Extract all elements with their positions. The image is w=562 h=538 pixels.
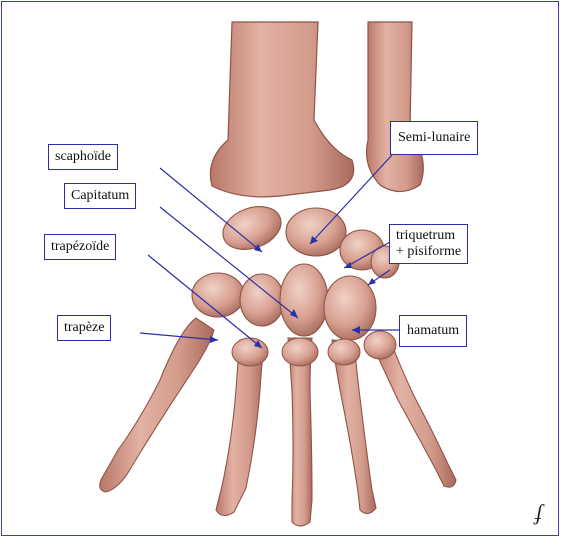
label-trapeze: trapèze bbox=[57, 315, 111, 341]
mc3-base bbox=[282, 338, 318, 366]
mc2-base bbox=[232, 338, 268, 366]
trapezoid-bone bbox=[240, 274, 284, 326]
label-semi-lunaire: Semi-lunaire bbox=[390, 121, 478, 155]
label-hamatum: hamatum bbox=[399, 315, 467, 347]
artist-signature: ʄ bbox=[536, 500, 542, 526]
radius-bone bbox=[210, 22, 353, 197]
label-capitatum: Capitatum bbox=[64, 183, 136, 209]
metacarpal-2 bbox=[216, 340, 264, 516]
label-triquetrum-line1: triquetrum bbox=[396, 228, 461, 244]
thumb-metacarpal bbox=[100, 318, 214, 492]
capitate-bone bbox=[280, 264, 328, 336]
arrow-pisiforme bbox=[368, 278, 376, 285]
arrow-trapeze bbox=[210, 336, 218, 343]
label-scaphoide: scaphoïde bbox=[48, 144, 118, 170]
ulna-bone bbox=[367, 22, 424, 192]
trapezium-bone bbox=[192, 273, 244, 317]
label-trapezoide: trapézoïde bbox=[44, 234, 116, 260]
scaphoid-bone bbox=[217, 199, 287, 257]
mc4-base bbox=[328, 339, 360, 365]
metacarpal-4 bbox=[332, 340, 376, 514]
label-triquetrum: triquetrum + pisiforme bbox=[389, 224, 468, 264]
label-triquetrum-line2: + pisiforme bbox=[396, 244, 461, 260]
mc5-base bbox=[364, 331, 396, 359]
